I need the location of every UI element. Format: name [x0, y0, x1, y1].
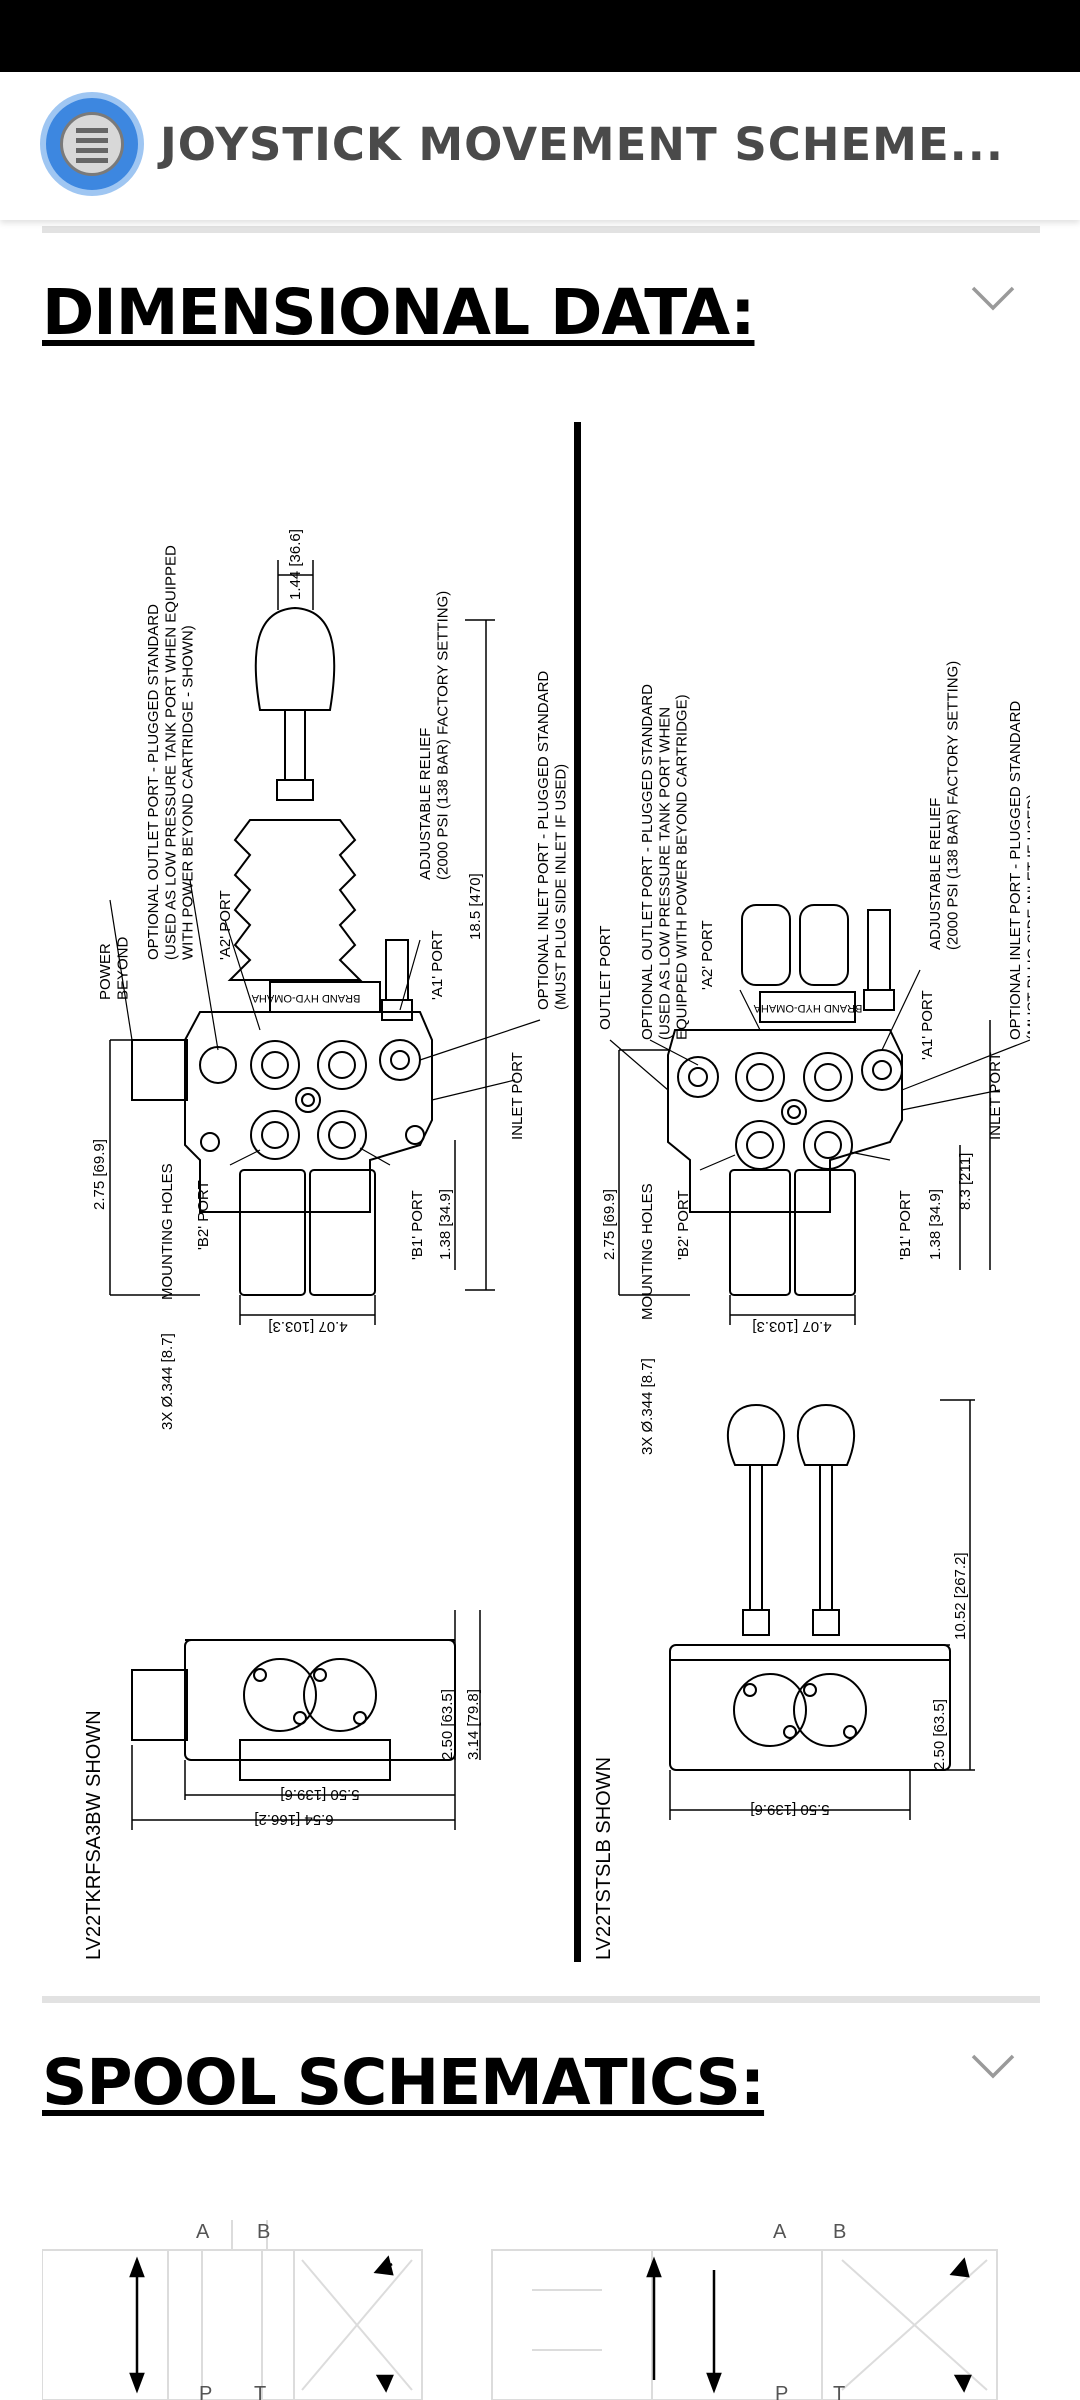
spool-schematics-heading: SPOOL SCHEMATICS: — [42, 2046, 765, 2119]
spool-schematics: A B P T A B P T — [42, 2220, 998, 2400]
left-front-dimensions — [131, 1610, 481, 1830]
right-optional-inlet-label: OPTIONAL INLET PORT - PLUGGED STANDARD(M… — [1007, 701, 1030, 1040]
left-mounting-holes-label: MOUNTING HOLES — [159, 1163, 176, 1300]
right-adjustable-relief-label: ADJUSTABLE RELIEF(2000 PSI (138 BAR) FAC… — [927, 661, 961, 950]
right-b1-port-label: 'B1' PORT — [897, 1190, 914, 1260]
spool-2 — [491, 2249, 998, 2400]
left-optional-outlet-label: OPTIONAL OUTLET PORT - PLUGGED STANDARD(… — [145, 545, 197, 960]
right-b2-port-label: 'B2' PORT — [675, 1190, 692, 1260]
dimensional-drawing: LV22TKRFSA3BW SHOWN POWERBEYOND OPTIONAL O… — [83, 422, 1030, 1962]
left-valve-front-view — [131, 1639, 456, 1781]
right-holes-label: 3X Ø.344 [8.7] — [639, 1358, 656, 1455]
right-dim-275: 2.75 [69.9] — [601, 1189, 618, 1260]
spool-1-b-label: B — [257, 2221, 270, 2243]
spool-1-a-label: A — [196, 2221, 210, 2243]
left-power-beyond-label: POWERBEYOND — [97, 936, 131, 1000]
left-dim-185: 18.5 [470] — [467, 873, 484, 940]
left-dimension-lines — [109, 560, 495, 1325]
drawing-separator — [574, 422, 581, 1962]
left-dim-250: 2.50 [63.5] — [439, 1689, 456, 1760]
spool-2-t-label: T — [833, 2383, 845, 2400]
right-outlet-port-label: OUTLET PORT — [597, 926, 614, 1030]
right-dim-83: 8.3 [211] — [957, 1153, 974, 1210]
dimensional-data-heading: DIMENSIONAL DATA: — [42, 276, 755, 349]
left-dim-407: 4.07 [103.3] — [268, 1318, 347, 1335]
left-dim-550: 5.50 [139.6] — [280, 1786, 359, 1803]
left-b2-port-label: 'B2' PORT — [195, 1180, 212, 1250]
document-list-icon[interactable] — [40, 92, 144, 196]
right-dim-1052: 10.52 [267.2] — [952, 1552, 969, 1640]
left-brand-label: BRAND HYD-OMAHA — [251, 992, 360, 1004]
right-dim-407: 4.07 [103.3] — [752, 1318, 831, 1335]
left-model-label: LV22TKRFSA3BW SHOWN — [83, 1710, 105, 1960]
right-valve-top-view — [667, 904, 903, 1296]
right-a2-port-label: 'A2' PORT — [699, 920, 716, 990]
right-front-dimensions — [669, 1399, 975, 1820]
left-b1-port-label: 'B1' PORT — [409, 1190, 426, 1260]
left-a1-port-label: 'A1' PORT — [429, 930, 446, 1000]
status-bar — [0, 0, 1080, 72]
left-dim-144: 1.44 [36.6] — [287, 529, 304, 600]
right-a1-port-label: 'A1' PORT — [919, 990, 936, 1060]
right-leader-lines — [609, 969, 1030, 1171]
spool-1-t-label: T — [254, 2383, 266, 2400]
spool-1-arrows — [129, 2255, 394, 2394]
left-dim-654: 6.54 [166.2] — [254, 1811, 333, 1828]
right-brand-label: BRAND HYD-OMAHA — [753, 1002, 862, 1014]
page-title: JOYSTICK MOVEMENT SCHEME... — [160, 118, 1004, 171]
left-dim-138: 1.38 [34.9] — [437, 1189, 454, 1260]
right-model-label: LV22TSTSLB SHOWN — [593, 1757, 615, 1960]
spool-2-arrows — [646, 2256, 972, 2394]
right-mounting-holes-label: MOUNTING HOLES — [639, 1183, 656, 1320]
chevron-down-icon[interactable] — [970, 2052, 1016, 2080]
right-optional-outlet-label: OPTIONAL OUTLET PORT - PLUGGED STANDARD(… — [639, 684, 691, 1040]
left-dim-314: 3.14 [79.8] — [465, 1689, 482, 1760]
section-divider — [42, 1996, 1040, 2003]
left-dim-275: 2.75 [69.9] — [91, 1139, 108, 1210]
app-bar: JOYSTICK MOVEMENT SCHEME... — [0, 72, 1080, 220]
spool-1-p-label: P — [199, 2383, 212, 2400]
right-dimension-lines — [618, 1020, 991, 1325]
left-holes-label: 3X Ø.344 [8.7] — [159, 1333, 176, 1430]
right-valve-front-view — [669, 1403, 951, 1771]
left-a2-port-label: 'A2' PORT — [217, 890, 234, 960]
left-optional-inlet-label: OPTIONAL INLET PORT - PLUGGED STANDARD(M… — [535, 671, 569, 1010]
spool-2-a-label: A — [773, 2221, 787, 2243]
spool-1 — [42, 2220, 423, 2400]
left-leader-lines — [109, 879, 541, 1166]
spool-2-b-label: B — [833, 2221, 846, 2243]
left-inlet-port-label: INLET PORT — [509, 1052, 526, 1140]
right-dim-250: 2.50 [63.5] — [931, 1699, 948, 1770]
left-adjustable-relief-label: ADJUSTABLE RELIEF(2000 PSI (138 BAR) FAC… — [417, 591, 451, 880]
right-dim-138: 1.38 [34.9] — [927, 1189, 944, 1260]
right-inlet-port-label: INLET PORT — [987, 1052, 1004, 1140]
right-dim-550: 5.50 [139.6] — [750, 1801, 829, 1818]
chevron-down-icon[interactable] — [970, 284, 1016, 312]
spool-2-p-label: P — [775, 2383, 788, 2400]
section-divider — [42, 226, 1040, 233]
left-valve-top-view — [131, 606, 433, 1296]
